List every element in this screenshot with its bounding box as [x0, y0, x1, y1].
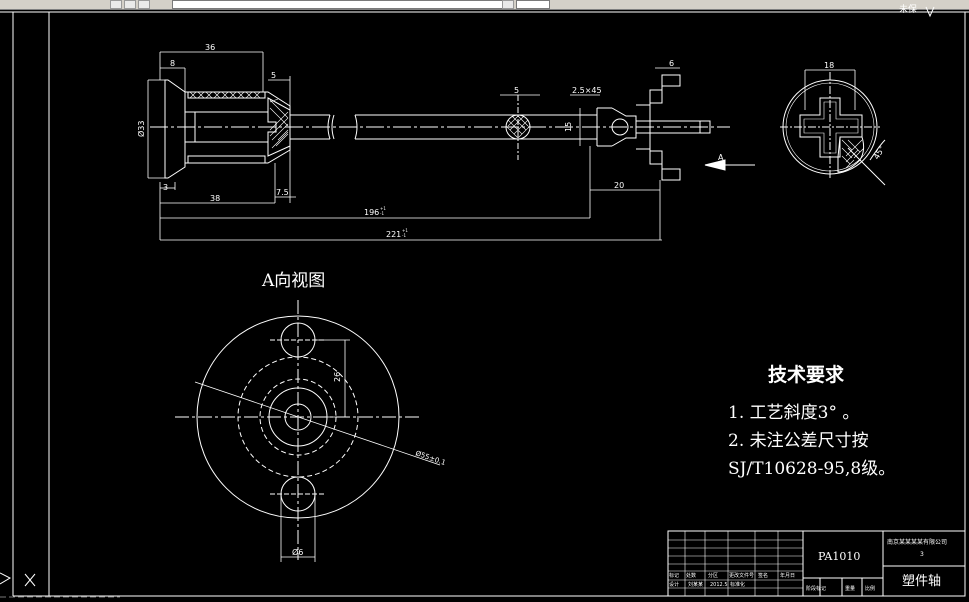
dim-chamfer: 2.5×45	[572, 86, 602, 95]
dim-196: 196	[364, 208, 379, 217]
top-toolbar	[0, 0, 969, 10]
ucs-icon	[0, 572, 12, 585]
dim-36: 36	[205, 43, 215, 52]
tb-company2: 3	[920, 551, 924, 558]
view-a-drawing	[175, 300, 441, 562]
main-dimension-lines	[147, 51, 680, 241]
side-section-view	[780, 69, 886, 186]
tech-req-line3: SJ/T10628-95,8级。	[728, 459, 896, 479]
dim-38: 38	[210, 194, 220, 203]
dim-8: 8	[170, 59, 175, 68]
dim-26: 26	[333, 372, 342, 382]
tb-label-zone: 分区	[708, 572, 718, 579]
dim-pcd: Ø55±0.1	[414, 449, 446, 467]
dim-45deg: 45°	[872, 144, 887, 161]
title-block	[667, 530, 966, 597]
arrow-a-label: A	[718, 153, 724, 162]
dim-3: 3	[163, 183, 168, 192]
tb-weight-label: 重量	[845, 585, 855, 592]
dim-7-5: 7.5	[276, 188, 289, 197]
dim-221-tol2: -1	[402, 233, 406, 238]
tb-label-standard: 标准化	[730, 581, 745, 588]
dim-18: 18	[824, 61, 834, 70]
dim-196-tol: +1	[380, 206, 386, 211]
dim-5a: 5	[271, 71, 276, 80]
dim-221: 221	[386, 230, 401, 239]
tb-designer: 刘某某	[688, 581, 703, 588]
dim-dia6: Ø6	[292, 547, 303, 557]
dim-221-tol: +1	[402, 228, 408, 233]
toolbar-button-3[interactable]	[138, 0, 150, 9]
tb-stage-label: 阶段标记	[806, 585, 826, 592]
linetype-dropdown[interactable]	[516, 0, 550, 9]
tb-label-sign: 签名	[758, 572, 768, 579]
tech-req-line1: 1. 工艺斜度3° 。	[728, 403, 860, 423]
view-a-title: A向视图	[261, 271, 325, 291]
toolbar-button-1[interactable]	[110, 0, 122, 9]
shaft-main-view	[150, 74, 755, 181]
dim-5b: 5	[514, 86, 519, 95]
tb-label-date: 年月日	[780, 572, 795, 579]
dim-dia33: Ø33	[136, 121, 146, 137]
axis-x-icon	[24, 573, 36, 587]
dim-6: 6	[669, 59, 674, 68]
dim-20: 20	[614, 181, 624, 190]
dim-196-tol2: -1	[380, 211, 384, 216]
tb-label-mark: 标记	[669, 572, 679, 579]
tb-label-count: 处数	[686, 572, 696, 579]
tb-label-design: 设计	[669, 581, 679, 588]
tb-label-change: 更改文件号	[729, 572, 754, 579]
top-right-label: 未保	[899, 3, 917, 15]
toolbar-button-4[interactable]	[502, 0, 514, 9]
toolbar-button-2[interactable]	[124, 0, 136, 9]
tb-drawing-no: PA1010	[818, 550, 860, 563]
tb-scale-label: 比例	[865, 585, 875, 592]
tech-req-line2: 2. 未注公差尺寸按	[728, 431, 869, 451]
dim-15: 15	[564, 122, 573, 132]
tb-part-name: 塑件轴	[902, 574, 941, 589]
tb-company: 南京某某某某有限公司	[887, 538, 947, 546]
tb-design-date: 2012.5	[710, 582, 728, 588]
chevron-down-icon	[925, 6, 935, 18]
tech-req-heading: 技术要求	[768, 364, 845, 386]
